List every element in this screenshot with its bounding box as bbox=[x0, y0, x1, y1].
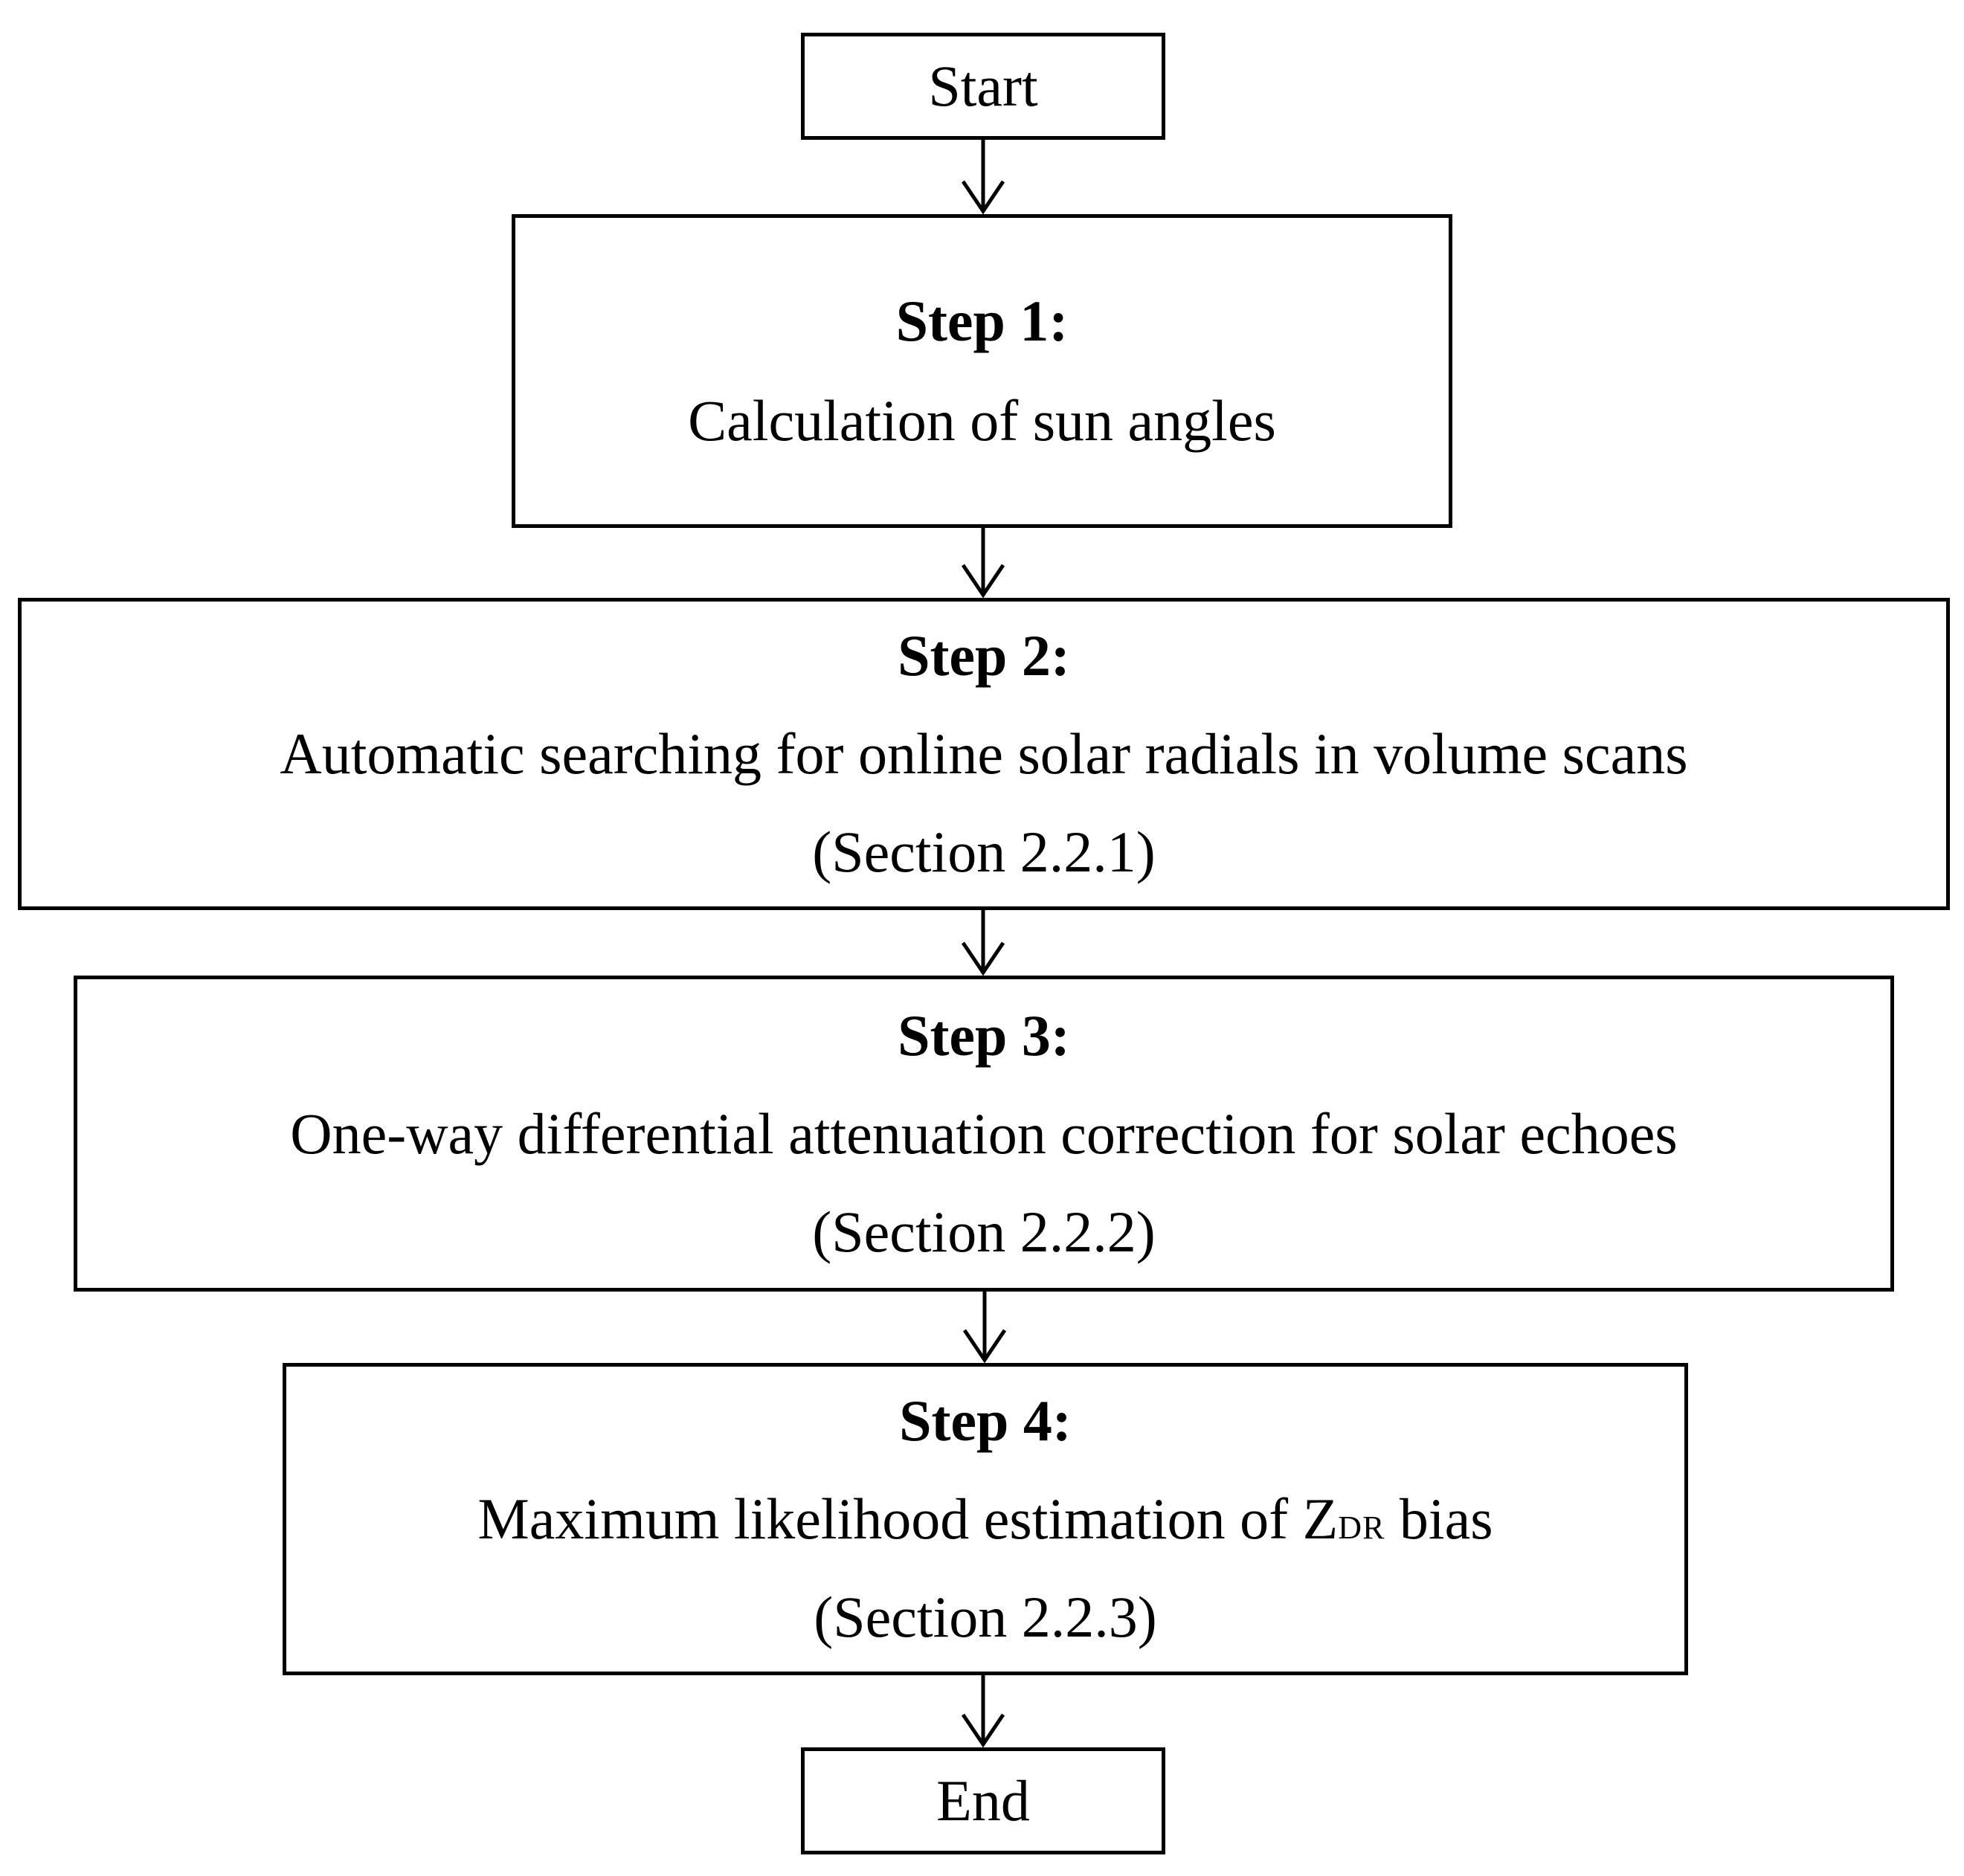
step-2-text: Automatic searching for online solar rad… bbox=[280, 721, 1688, 786]
step-2-section: (Section 2.2.1) bbox=[812, 819, 1156, 884]
step-3-box: Step 3: One-way differential attenuation… bbox=[74, 976, 1894, 1292]
step-1-text: Calculation of sun angles bbox=[688, 388, 1276, 453]
arrow-step2-to-step3 bbox=[961, 910, 1005, 976]
step-4-subscript: DR bbox=[1338, 1509, 1385, 1546]
step-4-text-after: bias bbox=[1385, 1486, 1493, 1551]
step-4-section: (Section 2.2.3) bbox=[814, 1585, 1157, 1649]
arrow-step1-to-step2 bbox=[961, 528, 1005, 598]
step-4-box: Step 4: Maximum likelihood estimation of… bbox=[283, 1363, 1688, 1675]
step-1-box: Step 1: Calculation of sun angles bbox=[512, 214, 1452, 528]
end-box: End bbox=[801, 1747, 1165, 1854]
start-label: Start bbox=[928, 54, 1038, 118]
step-4-text: Maximum likelihood estimation of ZDR bia… bbox=[477, 1490, 1493, 1548]
step-3-title: Step 3: bbox=[898, 1002, 1070, 1068]
step-1-title: Step 1: bbox=[895, 289, 1069, 353]
arrow-start-to-step1 bbox=[961, 140, 1005, 214]
step-4-title: Step 4: bbox=[899, 1388, 1072, 1453]
step-2-box: Step 2: Automatic searching for online s… bbox=[18, 598, 1950, 910]
step-2-title: Step 2: bbox=[898, 623, 1070, 688]
start-box: Start bbox=[801, 33, 1165, 140]
step-3-text: One-way differential attenuation correct… bbox=[290, 1100, 1678, 1166]
step-3-section: (Section 2.2.2) bbox=[812, 1199, 1156, 1264]
arrow-step3-to-step4 bbox=[962, 1292, 1007, 1363]
end-label: End bbox=[936, 1768, 1030, 1833]
step-4-text-before: Maximum likelihood estimation of Z bbox=[477, 1486, 1339, 1551]
arrow-step4-to-end bbox=[961, 1675, 1005, 1747]
